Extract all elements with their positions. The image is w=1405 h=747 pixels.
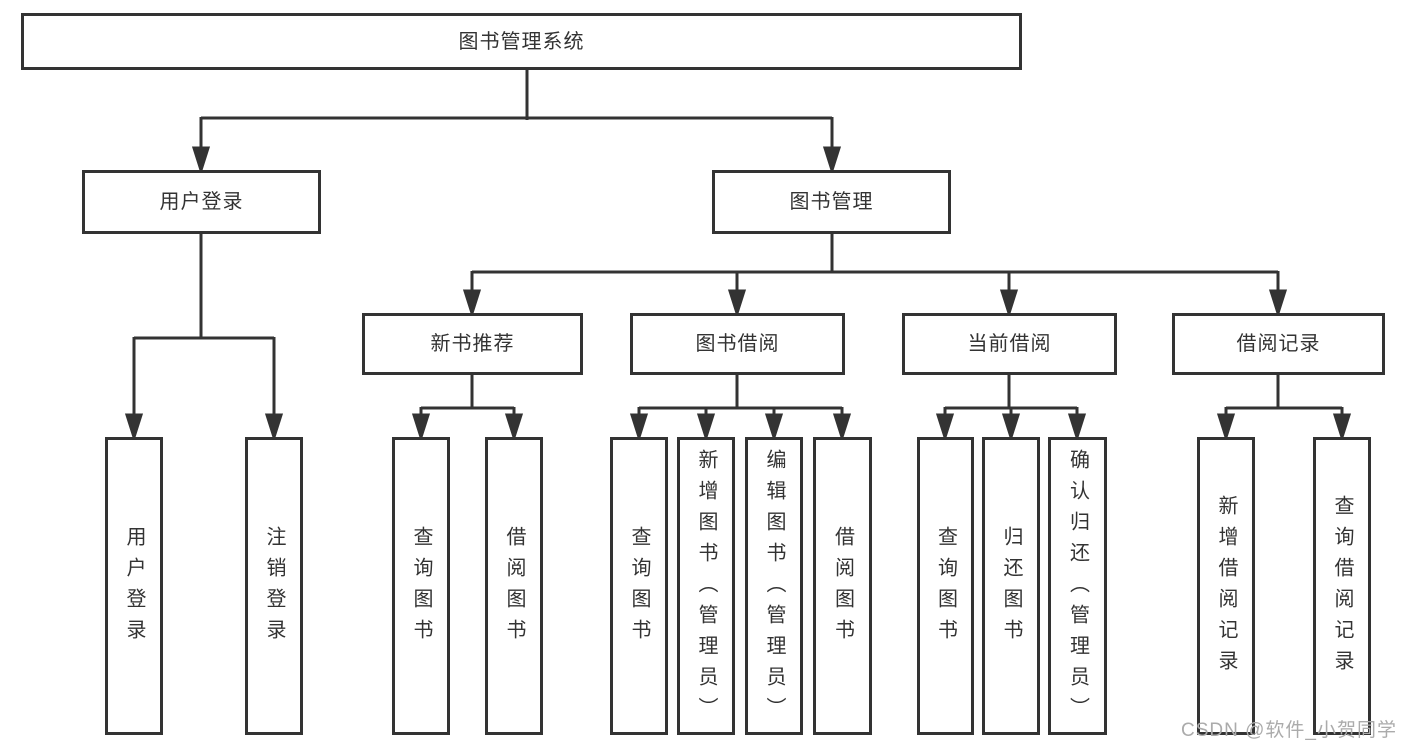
node-current-borrowing: 当前借阅 xyxy=(902,313,1117,375)
node-library-system: 图书管理系统 xyxy=(21,13,1022,70)
node-leaf-query-books-current: 查询图书 xyxy=(917,437,974,735)
node-book-management: 图书管理 xyxy=(712,170,951,234)
node-leaf-user-login: 用户登录 xyxy=(105,437,163,735)
node-leaf-query-books-borrow: 查询图书 xyxy=(610,437,668,735)
node-leaf-borrow-books-recommend: 借阅图书 xyxy=(485,437,543,735)
node-leaf-return-books: 归还图书 xyxy=(982,437,1040,735)
csdn-watermark: CSDN @软件_小贺同学 xyxy=(1181,720,1397,741)
node-leaf-add-books-admin: 新增图书（管理员） xyxy=(677,437,735,735)
node-leaf-add-borrow-record: 新增借阅记录 xyxy=(1197,437,1255,735)
node-leaf-confirm-return-admin: 确认归还（管理员） xyxy=(1048,437,1107,735)
node-leaf-query-borrow-record: 查询借阅记录 xyxy=(1313,437,1371,735)
node-user-login: 用户登录 xyxy=(82,170,321,234)
node-new-book-recommendation: 新书推荐 xyxy=(362,313,583,375)
node-borrowing-records: 借阅记录 xyxy=(1172,313,1385,375)
node-leaf-borrow-books: 借阅图书 xyxy=(813,437,872,735)
node-leaf-edit-books-admin: 编辑图书（管理员） xyxy=(745,437,803,735)
node-leaf-logout: 注销登录 xyxy=(245,437,303,735)
node-leaf-query-books-recommend: 查询图书 xyxy=(392,437,450,735)
node-book-borrowing: 图书借阅 xyxy=(630,313,845,375)
